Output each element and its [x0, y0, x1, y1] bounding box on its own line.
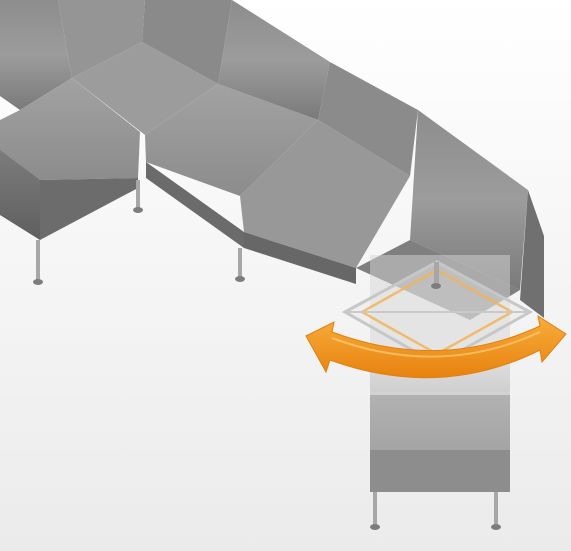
mid-back-cushion-1 — [218, 0, 330, 120]
left-back-cushion-1 — [0, 0, 72, 110]
left-seat-cushion — [0, 78, 140, 180]
rotation-arrow-highlight — [331, 331, 541, 358]
right-back-cushion — [410, 110, 528, 290]
mid-back-cushion-2 — [318, 62, 418, 176]
center-pivot-leg — [434, 262, 439, 286]
mid-seat-front-2 — [244, 232, 356, 284]
rotation-arrow-icon — [305, 314, 567, 379]
corner-back-cushion — [142, 0, 232, 84]
rotation-arrow-shape — [305, 314, 567, 379]
mid-seat-cushion-2 — [240, 120, 410, 268]
left-arm-side — [40, 178, 138, 240]
left-back-cushion-2 — [58, 0, 145, 78]
ottoman-seat-top — [370, 395, 510, 450]
middle-legs — [235, 248, 245, 282]
sofa-left-section — [0, 0, 232, 285]
right-end-panel — [520, 190, 544, 318]
left-legs — [33, 180, 143, 285]
sofa-middle-section — [145, 0, 418, 284]
rotation-frame — [341, 260, 534, 366]
ottoman-legs — [370, 492, 501, 530]
left-arm-front — [0, 150, 40, 240]
mid-seat-front — [146, 162, 244, 248]
corner-seat-cushion — [72, 42, 218, 135]
ottoman-base — [370, 450, 510, 492]
mid-seat-cushion-1 — [145, 84, 318, 196]
